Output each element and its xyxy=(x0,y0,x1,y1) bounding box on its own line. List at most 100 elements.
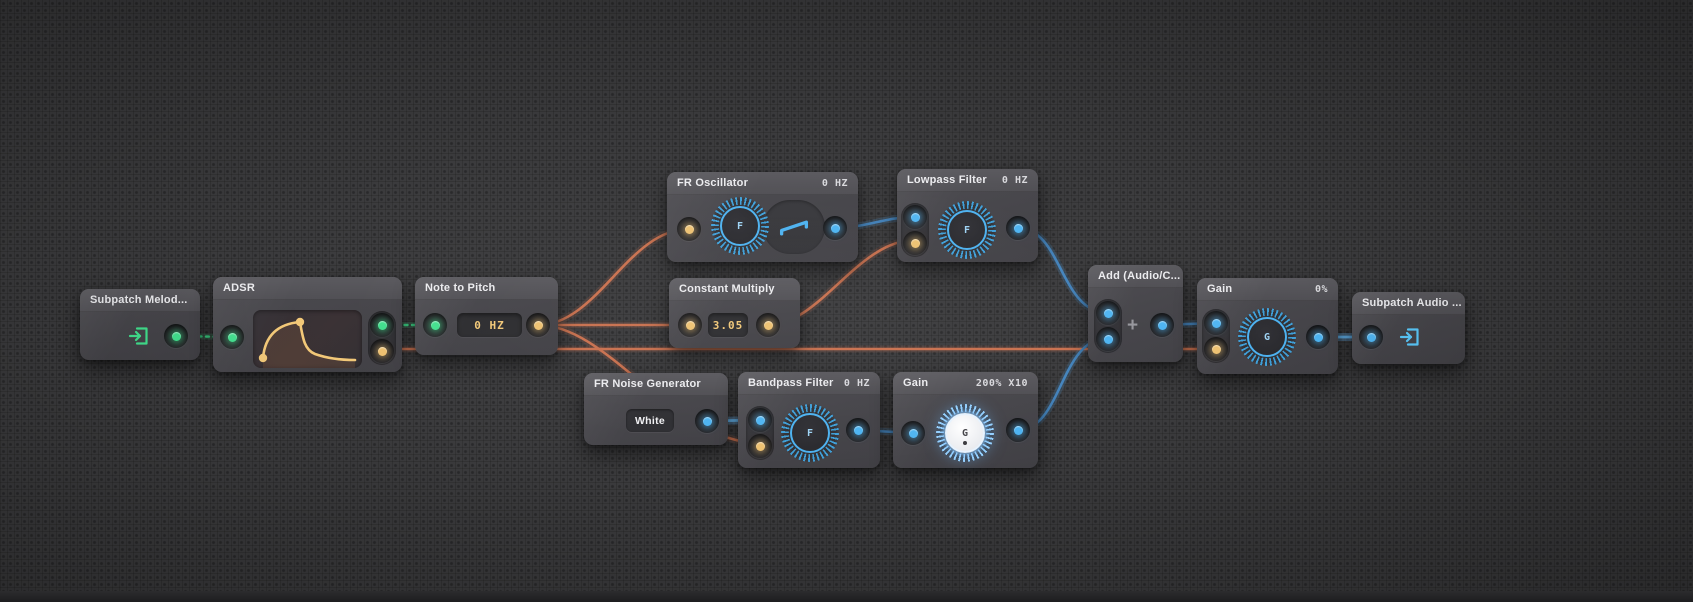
port-sum-out[interactable] xyxy=(1150,313,1174,337)
port-audio-out[interactable] xyxy=(1306,325,1330,349)
node-header[interactable]: Subpatch Melod... xyxy=(80,289,200,312)
port-dot xyxy=(1013,425,1023,435)
node-header[interactable]: Add (Audio/C... xyxy=(1088,265,1183,288)
node-gain-pre[interactable]: Gain 200% X10 G xyxy=(893,372,1038,468)
port-dot xyxy=(1313,332,1323,342)
port-center-freq-in[interactable] xyxy=(748,434,772,458)
port-note-in[interactable] xyxy=(423,313,447,337)
port-dot xyxy=(685,320,695,330)
knob-letter: G xyxy=(1263,331,1271,343)
gain-knob-active[interactable]: G xyxy=(936,404,994,462)
port-audio-in[interactable] xyxy=(903,205,927,229)
node-header[interactable]: Lowpass Filter 0 HZ xyxy=(897,169,1038,192)
port-addend-b-in[interactable] xyxy=(1096,327,1120,351)
port-frequency-in[interactable] xyxy=(677,217,701,241)
adsr-envelope-curve xyxy=(258,317,357,368)
envelope-handle[interactable] xyxy=(295,317,305,327)
node-header-value: 0 HZ xyxy=(1001,174,1028,186)
multiplier-value-display[interactable]: 3.05 xyxy=(708,313,748,337)
node-header-value: 200% X10 xyxy=(975,377,1028,389)
node-constant-multiply[interactable]: Constant Multiply 3.05 xyxy=(669,278,800,348)
port-audio-out[interactable] xyxy=(1006,216,1030,240)
port-dot xyxy=(910,212,920,222)
port-noise-out[interactable] xyxy=(695,409,719,433)
knob-letter: F xyxy=(963,224,971,236)
port-addend-a-in[interactable] xyxy=(1096,301,1120,325)
knob-label: G xyxy=(945,413,985,453)
node-header[interactable]: Note to Pitch xyxy=(415,277,558,300)
node-header[interactable]: Gain 0% xyxy=(1197,278,1338,301)
port-gain-amount-in[interactable] xyxy=(1204,337,1228,361)
node-header[interactable]: ADSR xyxy=(213,277,402,300)
port-dot xyxy=(763,320,773,330)
port-value-out[interactable] xyxy=(756,313,780,337)
node-title: Constant Multiply xyxy=(679,283,775,295)
node-title: Subpatch Audio ... xyxy=(1362,297,1462,309)
port-audio-in[interactable] xyxy=(901,421,925,445)
port-audio-in[interactable] xyxy=(748,408,772,432)
port-dot xyxy=(830,223,840,233)
knob-label: G xyxy=(1247,317,1287,357)
knob-letter: F xyxy=(736,220,744,232)
node-fr-noise-generator[interactable]: FR Noise Generator White xyxy=(584,373,728,445)
node-header[interactable]: FR Oscillator 0 HZ xyxy=(667,172,858,195)
node-header[interactable]: Subpatch Audio ... xyxy=(1352,292,1465,315)
port-dot xyxy=(702,416,712,426)
port-audio-in[interactable] xyxy=(1359,325,1383,349)
port-dot xyxy=(755,415,765,425)
node-title: Subpatch Melod... xyxy=(90,294,188,306)
port-pitch-out[interactable] xyxy=(526,313,550,337)
port-gate-in[interactable] xyxy=(220,325,244,349)
knob-letter: F xyxy=(806,427,814,439)
port-cutoff-in[interactable] xyxy=(903,231,927,255)
node-title: Bandpass Filter xyxy=(748,377,834,389)
port-envelope-out[interactable] xyxy=(370,339,394,363)
node-header[interactable]: FR Noise Generator xyxy=(584,373,728,396)
adsr-envelope-display[interactable] xyxy=(253,310,362,368)
node-add[interactable]: Add (Audio/C... + xyxy=(1088,265,1183,362)
port-audio-in[interactable] xyxy=(1204,311,1228,335)
port-dot xyxy=(377,346,387,356)
port-group-inputs xyxy=(901,203,929,257)
knob-label: F xyxy=(720,206,760,246)
subpatch-enter-icon[interactable] xyxy=(127,324,151,348)
node-header[interactable]: Gain 200% X10 xyxy=(893,372,1038,395)
node-title: Lowpass Filter xyxy=(907,174,987,186)
frequency-knob[interactable]: F xyxy=(711,197,769,255)
node-subpatch-melody[interactable]: Subpatch Melod... xyxy=(80,289,200,360)
node-adsr[interactable]: ADSR xyxy=(213,277,402,372)
port-audio-out[interactable] xyxy=(1006,418,1030,442)
center-freq-knob[interactable]: F xyxy=(781,404,839,462)
node-header[interactable]: Constant Multiply xyxy=(669,278,800,301)
gain-knob[interactable]: G xyxy=(1238,308,1296,366)
port-dot xyxy=(910,238,920,248)
port-audio-out[interactable] xyxy=(823,216,847,240)
knob-letter: G xyxy=(961,427,969,439)
node-subpatch-audio[interactable]: Subpatch Audio ... xyxy=(1352,292,1465,364)
envelope-handle[interactable] xyxy=(258,353,268,363)
node-note-to-pitch[interactable]: Note to Pitch 0 HZ xyxy=(415,277,558,355)
port-audio-out[interactable] xyxy=(846,418,870,442)
port-dot xyxy=(227,332,237,342)
node-fr-oscillator[interactable]: FR Oscillator 0 HZ F xyxy=(667,172,858,262)
port-dot xyxy=(171,331,181,341)
noise-type-button[interactable]: White xyxy=(626,409,674,432)
port-group-outputs xyxy=(368,311,396,365)
waveform-selector[interactable] xyxy=(763,200,825,254)
frequency-value-display[interactable]: 0 HZ xyxy=(457,313,522,337)
cutoff-knob[interactable]: F xyxy=(938,201,996,259)
node-lowpass-filter[interactable]: Lowpass Filter 0 HZ F xyxy=(897,169,1038,262)
node-header[interactable]: Bandpass Filter 0 HZ xyxy=(738,372,880,395)
port-gate-thru-out[interactable] xyxy=(370,313,394,337)
subpatch-exit-icon[interactable] xyxy=(1398,325,1422,349)
port-melody-out[interactable] xyxy=(164,324,188,348)
node-title: FR Noise Generator xyxy=(594,378,701,390)
knob-label: F xyxy=(790,413,830,453)
node-bandpass-filter[interactable]: Bandpass Filter 0 HZ F xyxy=(738,372,880,468)
port-value-in[interactable] xyxy=(678,313,702,337)
knob-label: F xyxy=(947,210,987,250)
port-dot xyxy=(684,224,694,234)
plus-operator: + xyxy=(1127,315,1139,336)
node-gain-out[interactable]: Gain 0% G xyxy=(1197,278,1338,374)
